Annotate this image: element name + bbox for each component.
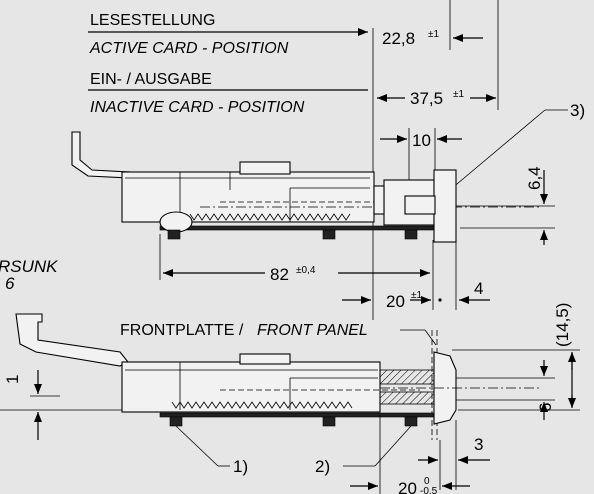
label-lesestellung: LESESTELLUNG xyxy=(90,12,215,29)
callout-3: 3) xyxy=(570,101,585,120)
lever-bottom xyxy=(15,313,129,367)
foot-top-1 xyxy=(167,229,181,240)
body-top xyxy=(121,171,375,223)
legend-block: LESESTELLUNG ACTIVE CARD - POSITION EIN-… xyxy=(88,12,368,116)
dim-20b: 20 xyxy=(398,479,417,494)
label-rsunk: RSUNK xyxy=(0,257,58,276)
top-dimensions: 22,8 ±1 37,5 ±1 10 3) 6,4 xyxy=(372,0,585,320)
dim-82: 82 xyxy=(270,265,289,284)
label-ein-ausgabe: EIN- / AUSGABE xyxy=(90,71,212,88)
pcb-bottom xyxy=(159,412,441,418)
middle-dimensions: 82 ±0,4 20 ±1 4 RSUNK 6 xyxy=(0,234,490,311)
dim-6: 6 xyxy=(536,403,555,412)
callout-1-leader xyxy=(175,425,219,467)
body-top-details xyxy=(125,172,370,222)
bezel-bottom-upper xyxy=(379,369,435,385)
dim-6-4: 6,4 xyxy=(525,166,544,190)
body-bottom-details xyxy=(125,362,378,410)
bezel-slot-top xyxy=(404,195,436,215)
bezel-neck-top xyxy=(373,185,385,215)
foot-bottom-2 xyxy=(322,416,336,427)
foot-top-3 xyxy=(404,229,418,240)
label-frontplatte: FRONTPLATTE / xyxy=(120,322,244,339)
front-panel-label: FRONTPLATTE / FRONT PANEL xyxy=(120,322,438,440)
dim-14-5: (14,5) xyxy=(553,303,572,347)
dim-22-8: 22,8 xyxy=(382,29,415,48)
dim-4: 4 xyxy=(474,279,483,298)
spring-top xyxy=(189,213,351,221)
dim-37-5-tol: ±1 xyxy=(453,89,464,100)
label-active-card: ACTIVE CARD - POSITION xyxy=(89,40,289,57)
bezel-bottom-lower xyxy=(379,391,435,405)
callout-1: 1) xyxy=(233,457,248,476)
bezel-flange-bottom xyxy=(433,351,457,425)
bezel-flange-top xyxy=(433,169,457,243)
dim-20a: 20 xyxy=(386,292,405,311)
lever-top xyxy=(71,131,131,179)
pcb-top xyxy=(159,225,436,231)
dim-3: 3 xyxy=(474,435,483,454)
front-panel-leader xyxy=(424,329,437,346)
label-front-panel: FRONT PANEL xyxy=(257,322,368,339)
foot-bottom-3 xyxy=(404,416,418,427)
dim-22-8-tol: ±1 xyxy=(428,29,439,40)
dim-20b-tol-bot: -0,5 xyxy=(420,486,438,494)
reader-bottom-view xyxy=(0,313,540,427)
dim-20a-tol: ±1 xyxy=(411,290,422,301)
body-bottom-hump xyxy=(239,353,291,365)
roller-top xyxy=(159,211,193,233)
label-inactive-card: INACTIVE CARD - POSITION xyxy=(90,99,305,116)
label-six: 6 xyxy=(5,274,15,293)
foot-top-2 xyxy=(322,229,336,240)
dim-4-dot xyxy=(438,298,442,302)
bottom-dimensions: (14,5) 6 1 3 20 0 -0,5 1) 2) xyxy=(3,303,580,494)
dim-10: 10 xyxy=(412,131,431,150)
body-top-hump xyxy=(239,161,291,175)
dim-20b-tol-top: 0 xyxy=(424,476,430,487)
dim-37-5: 37,5 xyxy=(410,89,443,108)
dim-82-tol: ±0,4 xyxy=(296,265,316,276)
callout-2-leader xyxy=(374,425,412,467)
foot-bottom-1 xyxy=(169,416,183,427)
callout-2: 2) xyxy=(315,457,330,476)
spring-bottom xyxy=(171,401,353,409)
dim-1: 1 xyxy=(3,375,22,384)
reader-top-view xyxy=(71,131,540,243)
